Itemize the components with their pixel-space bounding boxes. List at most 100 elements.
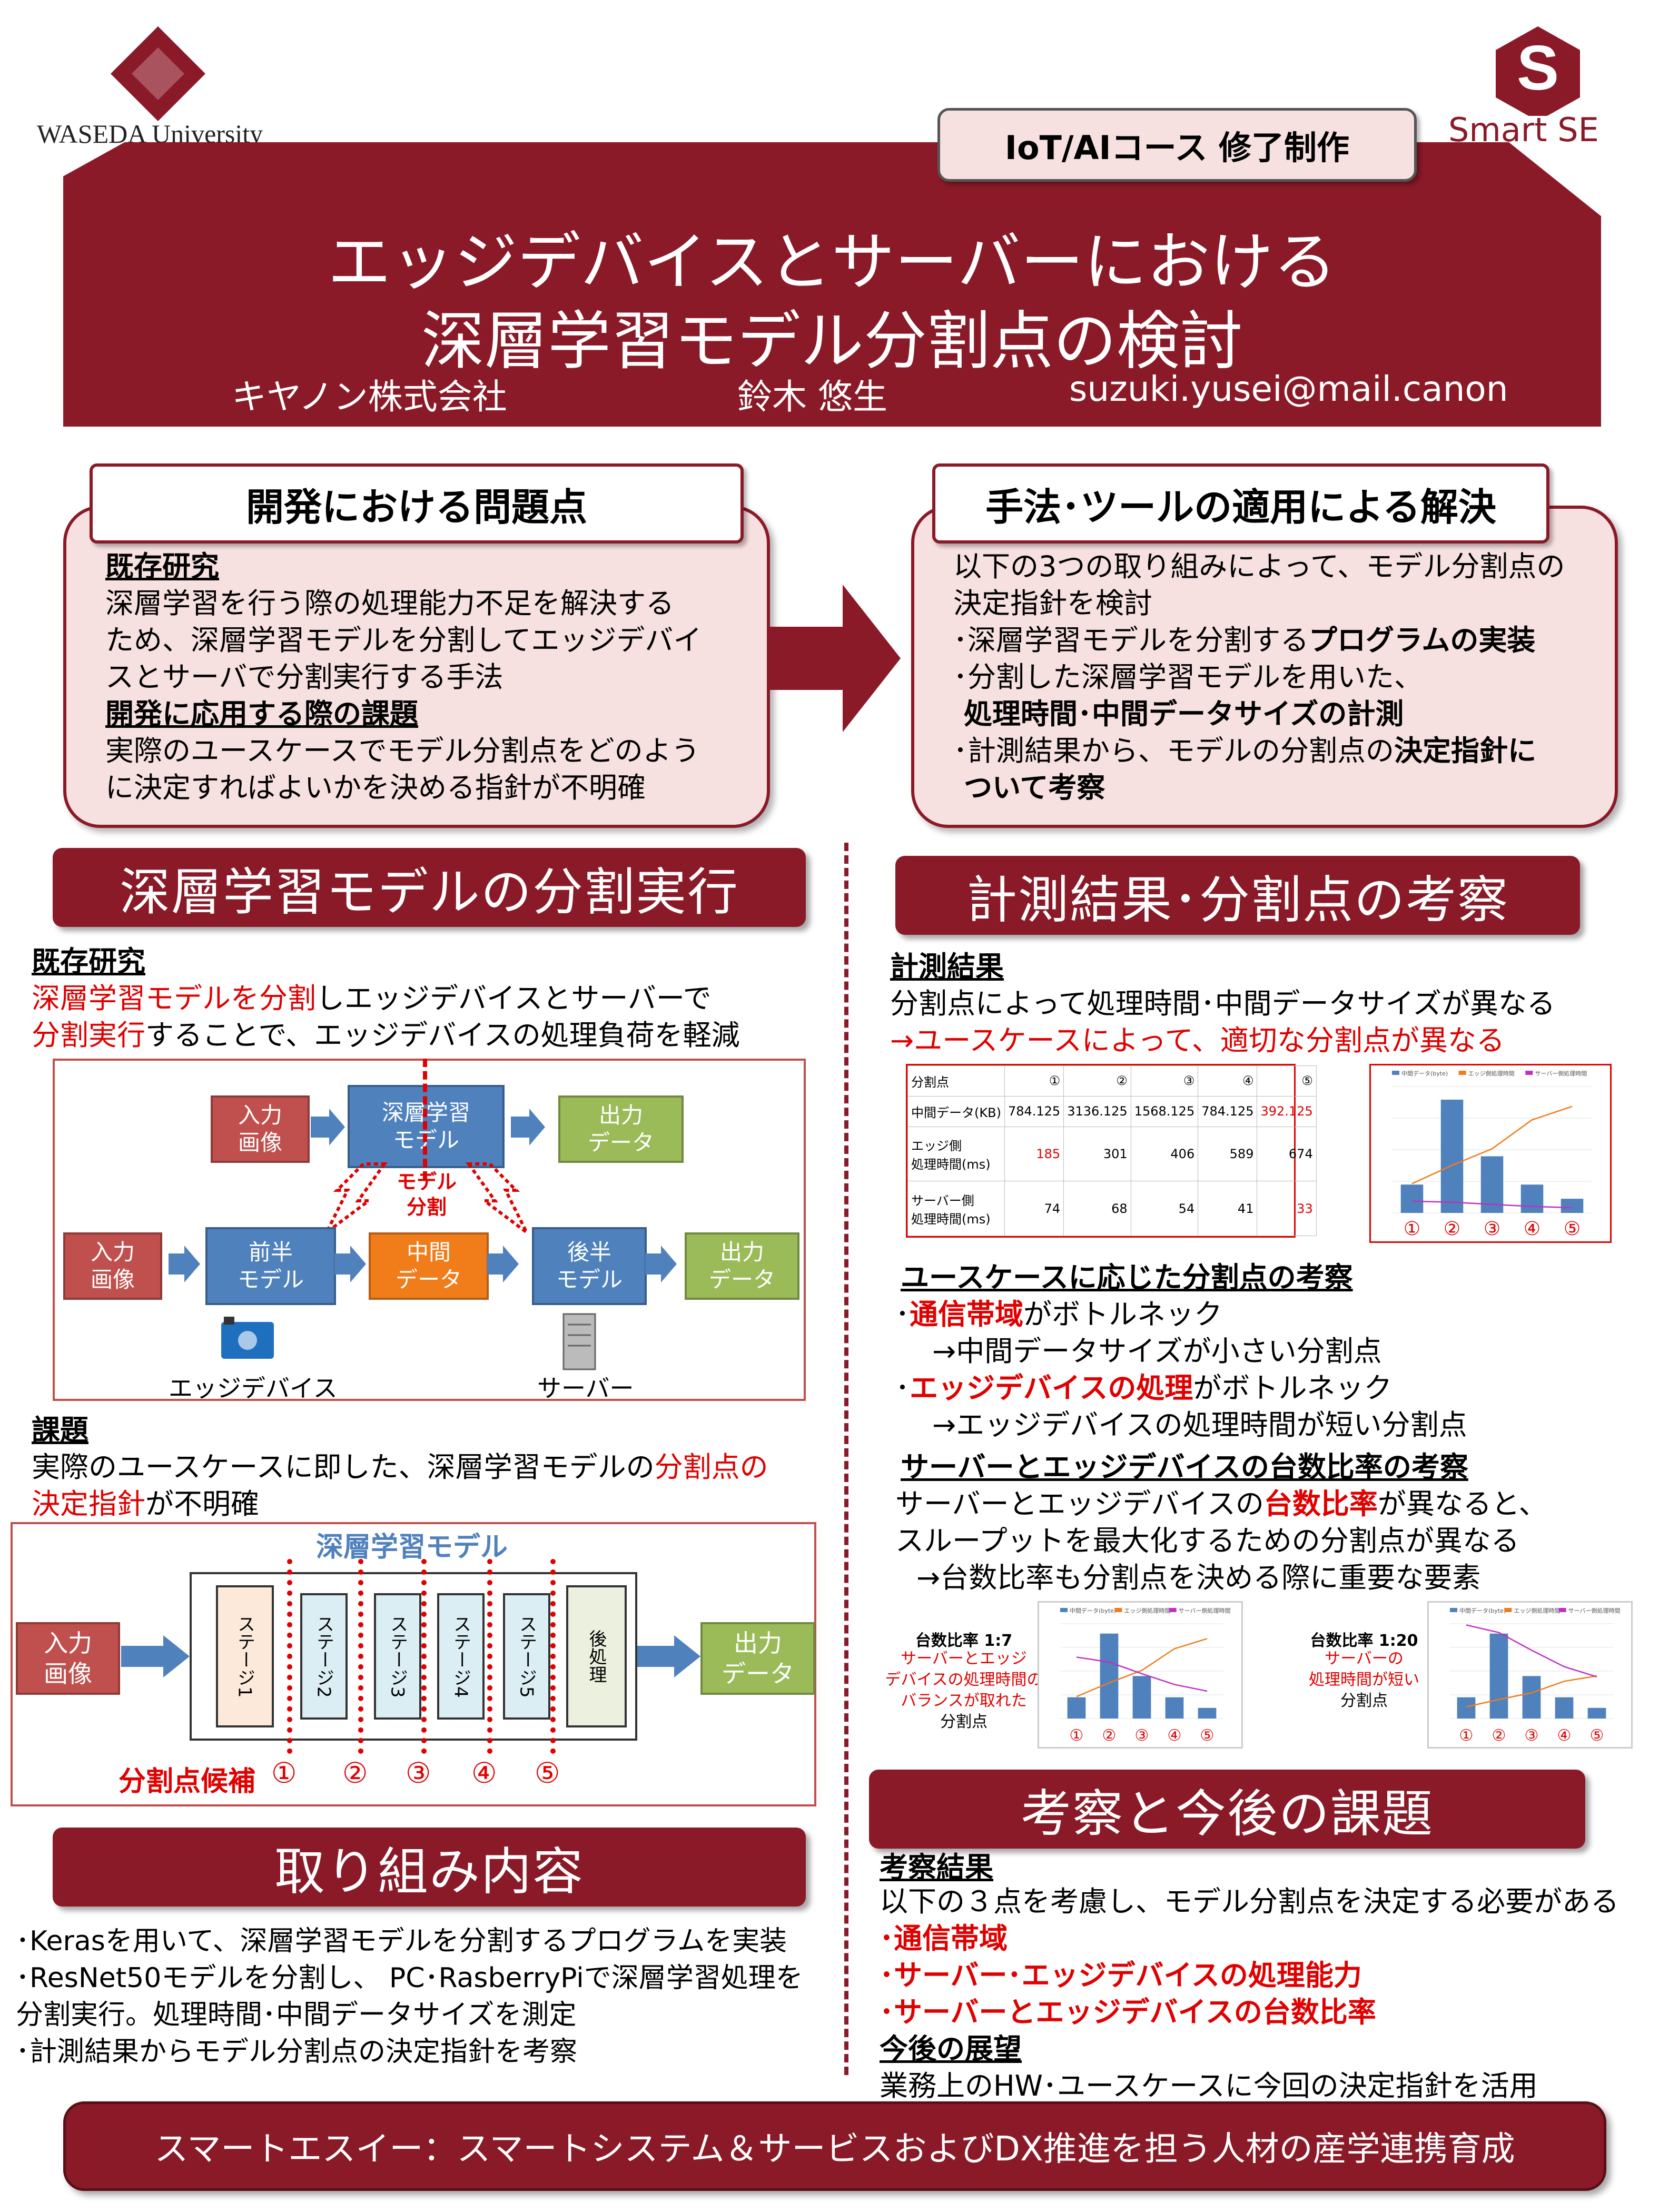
- legend-label: エッジ側処理時間: [1514, 1607, 1560, 1614]
- table-cell: 674: [1257, 1126, 1317, 1182]
- table-header-cell: ④: [1198, 1065, 1258, 1097]
- split-point-line: [550, 1559, 556, 1754]
- split-point-line: [487, 1559, 492, 1754]
- category-label: ③: [1135, 1726, 1149, 1745]
- problems-sub2: 開発に応用する際の課題: [105, 697, 418, 730]
- stage-diagram: [11, 1522, 816, 1806]
- chart-bar: [1457, 1697, 1476, 1719]
- problems-text2-1: に決定すればよいかを決める指針が不明確: [105, 771, 646, 804]
- diag-input-top: 入力 画像: [211, 1095, 310, 1163]
- stage-model-box: [190, 1572, 637, 1741]
- course-badge: IoT/AIコース 修了制作: [937, 108, 1417, 182]
- results-r1a: サーバーとエッジデバイスの: [895, 1487, 1264, 1520]
- server-label: サーバー: [537, 1374, 634, 1403]
- table-cell: 1568.125: [1130, 1095, 1199, 1127]
- legend-label: 中間データ(byte): [1070, 1607, 1116, 1614]
- legend-label: 中間データ(byte): [1459, 1607, 1506, 1614]
- split-l2a: 分割実行: [32, 1019, 145, 1052]
- svg-text:S: S: [1517, 33, 1559, 103]
- work-l2: 分割実行。処理時間･中間データサイズを測定: [16, 1999, 577, 2031]
- chart-bar: [1165, 1697, 1184, 1719]
- table-cell: 54: [1130, 1181, 1199, 1236]
- ratio2-desc: サーバーの 処理時間が短い 分割点: [1275, 1648, 1454, 1712]
- category-label: ⑤: [1200, 1726, 1214, 1745]
- split-point-line: [358, 1559, 363, 1754]
- ratio2-desc-2: 分割点: [1340, 1692, 1388, 1710]
- solution-l6a: ･計測結果から、モデルの分割点の: [953, 734, 1394, 767]
- table-cell: 3136.125: [1063, 1095, 1131, 1127]
- table-header-cell: ⑤: [1257, 1065, 1317, 1097]
- results-r3: →台数比率も分割点を決める際に重要な要素: [916, 1561, 1481, 1594]
- category-label: ①: [1404, 1218, 1420, 1240]
- solution-l5: 処理時間･中間データサイズの計測: [964, 697, 1404, 730]
- split-l3: 実際のユースケースに即した、深層学習モデルの分割点の: [32, 1448, 768, 1486]
- legend-label: エッジ側処理時間: [1124, 1607, 1170, 1614]
- chart-bar: [1489, 1633, 1508, 1719]
- legend-label: サーバー側処理時間: [1568, 1607, 1621, 1614]
- waseda-logo: WASEDA University: [21, 16, 295, 149]
- split-l4a: 決定指針: [32, 1487, 145, 1520]
- results-u3a: ･: [895, 1371, 910, 1405]
- chart-bar: [1132, 1676, 1151, 1719]
- table-cell: 406: [1130, 1126, 1199, 1182]
- results-u1b: 通信帯域: [910, 1298, 1023, 1331]
- split-l4: 決定指針が不明確: [32, 1485, 259, 1523]
- table-cell: 784.125: [1198, 1095, 1258, 1127]
- table-cell: エッジ側 処理時間(ms): [907, 1126, 1005, 1182]
- title-banner: [63, 142, 1601, 427]
- future-sub1: 考察結果: [880, 1851, 993, 1884]
- problems-text1-0: 深層学習を行う際の処理能力不足を解決する: [105, 587, 674, 620]
- ratio1-desc: サーバーとエッジ デバイスの処理時間の バランスが取れた 分割点: [864, 1648, 1064, 1733]
- future-p2: ･サーバー･エッジデバイスの処理能力: [880, 1959, 1362, 1992]
- table-row: 中間データ(KB) 784.125 3136.125 1568.125 784.…: [907, 1095, 1317, 1127]
- table-header-cell: ①: [1004, 1065, 1064, 1097]
- work-l0: ･Kerasを用いて、深層学習モデルを分割するプログラムを実装: [16, 1925, 787, 1957]
- chart-bar: [1400, 1184, 1424, 1213]
- diag-middle-data: 中間 データ: [369, 1232, 489, 1300]
- split-point-line: [421, 1559, 427, 1754]
- results-u1: ･通信帯域がボトルネック: [895, 1296, 1222, 1334]
- split-sub2: 課題: [32, 1414, 88, 1447]
- split-l2b: することで、エッジデバイスの処理負荷を軽減: [145, 1019, 740, 1052]
- stage-box: ステージ1: [216, 1585, 274, 1727]
- solution-heading: 手法･ツールの適用による解決: [932, 463, 1549, 544]
- candidates-label: 分割点候補: [118, 1766, 256, 1798]
- chart-line: [1076, 1656, 1208, 1692]
- results-l1: 分割点によって処理時間･中間データサイズが異なる: [890, 987, 1556, 1020]
- split-l4b: が不明確: [145, 1487, 259, 1520]
- stage-output: 出力 データ: [700, 1622, 815, 1695]
- category-label: ⑤: [1564, 1218, 1581, 1240]
- legend-swatch: [1458, 1071, 1466, 1075]
- ratio1-title: 台数比率 1:7: [915, 1632, 1013, 1650]
- chart-line: [1076, 1638, 1208, 1697]
- category-label: ②: [1102, 1726, 1117, 1745]
- table-cell: 589: [1198, 1126, 1258, 1182]
- solution-l1: 以下の3つの取り組みによって、モデル分割点の: [953, 550, 1565, 583]
- category-label: ③: [1484, 1218, 1500, 1240]
- edge-device-label: エッジデバイス: [169, 1374, 338, 1403]
- solution-l7: ついて考察: [964, 771, 1105, 804]
- author: 鈴木 悠生: [737, 377, 887, 417]
- results-sub1: 計測結果: [890, 950, 1004, 983]
- chart-bar: [1561, 1199, 1584, 1213]
- future-sub2: 今後の展望: [880, 2032, 1022, 2066]
- table-cell: 74: [1004, 1181, 1064, 1236]
- stage-box: ステージ5: [503, 1593, 550, 1720]
- results-u1a: ･: [895, 1298, 910, 1331]
- diag-split-label: モデル 分割: [396, 1170, 457, 1219]
- problems-text1-2: スとサーバで分割実行する手法: [105, 660, 503, 694]
- legend-swatch: [1558, 1608, 1566, 1612]
- results-u2: →中間データサイズが小さい分割点: [932, 1335, 1382, 1368]
- stage-box: ステージ2: [300, 1593, 348, 1720]
- stage-box: ステージ4: [437, 1593, 485, 1720]
- legend-label: サーバー側処理時間: [1535, 1070, 1587, 1077]
- results-table-wrap: 分割点 ① ② ③ ④ ⑤ 中間データ(KB) 784.125 3136.125…: [906, 1064, 1317, 1238]
- chart-bar: [1520, 1184, 1544, 1213]
- future-p3: ･サーバーとエッジデバイスの台数比率: [880, 1996, 1376, 2029]
- legend-label: 中間データ(byte): [1401, 1070, 1448, 1077]
- legend-swatch: [1392, 1071, 1399, 1075]
- category-label: ⑤: [1590, 1726, 1604, 1745]
- results-u3b: エッジデバイスの処理: [910, 1371, 1193, 1405]
